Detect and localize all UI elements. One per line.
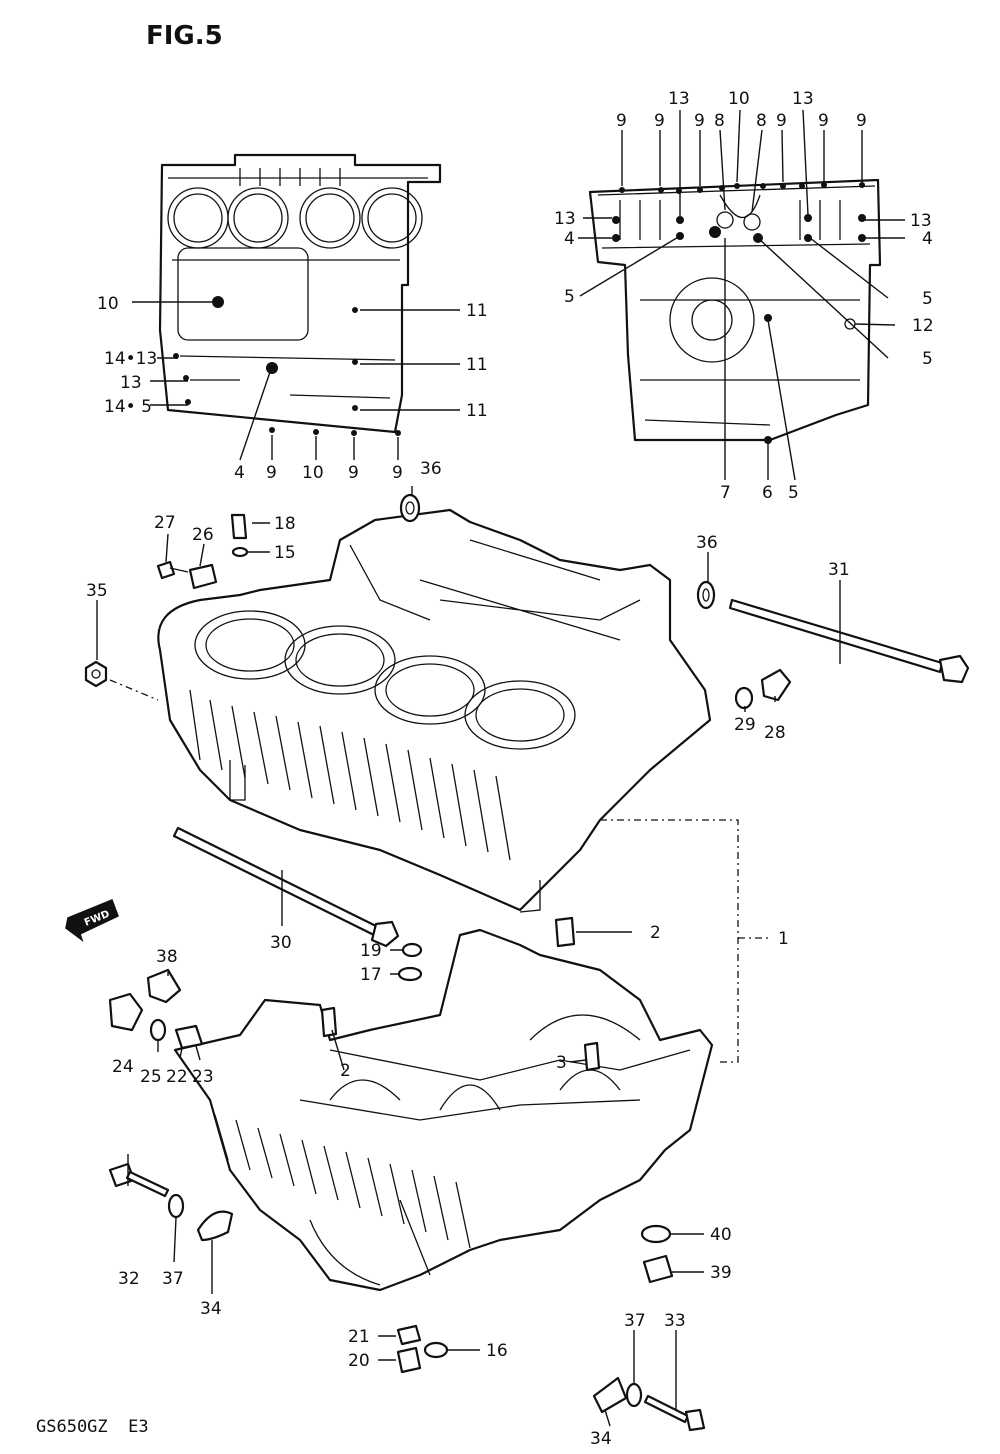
label-23: 23: [192, 1067, 214, 1087]
label-38: 38: [156, 947, 178, 967]
upper-bores: [194, 610, 576, 750]
label-tr-4r: 4: [922, 229, 933, 249]
label-tr-9f: 9: [856, 111, 867, 131]
label-33: 33: [664, 1311, 686, 1331]
label-26: 26: [192, 525, 214, 545]
label-tr-7: 7: [720, 483, 731, 503]
label-20: 20: [348, 1351, 370, 1371]
label-29: 29: [734, 715, 756, 735]
leader-lines-top-left: [132, 301, 460, 461]
label-tr-8b: 8: [756, 111, 767, 131]
label-40: 40: [710, 1225, 732, 1245]
label-tl-10: 10: [97, 294, 119, 314]
label-35: 35: [86, 581, 108, 601]
label-tr-5r2: 5: [922, 349, 933, 369]
label-36a: 36: [420, 459, 442, 479]
label-tl-9c: 9: [392, 463, 403, 483]
label-tr-9e: 9: [818, 111, 829, 131]
label-37a: 37: [162, 1269, 184, 1289]
upper-crankcase: [157, 508, 712, 913]
label-tr-13l: 13: [554, 209, 576, 229]
label-tr-8a: 8: [714, 111, 725, 131]
label-28: 28: [764, 723, 786, 743]
label-2b: 2: [340, 1061, 351, 1081]
label-tr-9d: 9: [776, 111, 787, 131]
label-1: 1: [778, 929, 789, 949]
label-30: 30: [270, 933, 292, 953]
label-27: 27: [154, 513, 176, 533]
leader-lines-top-right: [578, 109, 905, 481]
leader-lines-main: [96, 486, 841, 1427]
label-15: 15: [274, 543, 296, 563]
label-21: 21: [348, 1327, 370, 1347]
label-tr-5r: 5: [922, 289, 933, 309]
label-39: 39: [710, 1263, 732, 1283]
part-number-labels: 10 11 11 11 14•13 13 14• 5 4 9 10 9 9 9 …: [86, 89, 934, 1449]
label-31: 31: [828, 560, 850, 580]
label-tr-13r: 13: [910, 211, 932, 231]
lower-crankcase: [173, 928, 714, 1292]
label-tr-10: 10: [728, 89, 750, 109]
label-25: 25: [140, 1067, 162, 1087]
label-34b: 34: [590, 1429, 612, 1449]
label-tl-9a: 9: [266, 463, 277, 483]
label-tl-4: 4: [234, 463, 245, 483]
label-22: 22: [166, 1067, 188, 1087]
label-tl-11b: 11: [466, 355, 488, 375]
label-tr-9a: 9: [616, 111, 627, 131]
label-32: 32: [118, 1269, 140, 1289]
label-tr-13a: 13: [668, 89, 690, 109]
label-tr-9b: 9: [654, 111, 665, 131]
label-2a: 2: [650, 923, 661, 943]
label-tr-12: 12: [912, 316, 934, 336]
label-tr-5b: 5: [788, 483, 799, 503]
figure-title: FIG.5: [146, 21, 223, 51]
label-tl-10b: 10: [302, 463, 324, 483]
label-17: 17: [360, 965, 382, 985]
crankcase-top-left-view: [158, 153, 442, 436]
fwd-arrow-icon: FWD: [65, 899, 119, 943]
label-36b: 36: [696, 533, 718, 553]
label-24: 24: [112, 1057, 134, 1077]
label-tl-9b: 9: [348, 463, 359, 483]
label-16: 16: [486, 1341, 508, 1361]
label-18: 18: [274, 514, 296, 534]
label-tl-14-13: 14•13: [104, 349, 157, 369]
label-37b: 37: [624, 1311, 646, 1331]
label-tl-13: 13: [120, 373, 142, 393]
model-code: GS650GZ E3: [36, 1417, 149, 1437]
crankcase-top-right-view: [588, 178, 882, 444]
label-tl-11c: 11: [466, 401, 488, 421]
label-19: 19: [360, 941, 382, 961]
label-tr-13b: 13: [792, 89, 814, 109]
label-tr-4l: 4: [564, 229, 575, 249]
label-tr-5l: 5: [564, 287, 575, 307]
label-tr-6: 6: [762, 483, 773, 503]
label-tl-11a: 11: [466, 301, 488, 321]
label-tl-14-5: 14• 5: [104, 397, 152, 417]
label-tr-9c: 9: [694, 111, 705, 131]
label-34a: 34: [200, 1299, 222, 1319]
label-3: 3: [556, 1053, 567, 1073]
